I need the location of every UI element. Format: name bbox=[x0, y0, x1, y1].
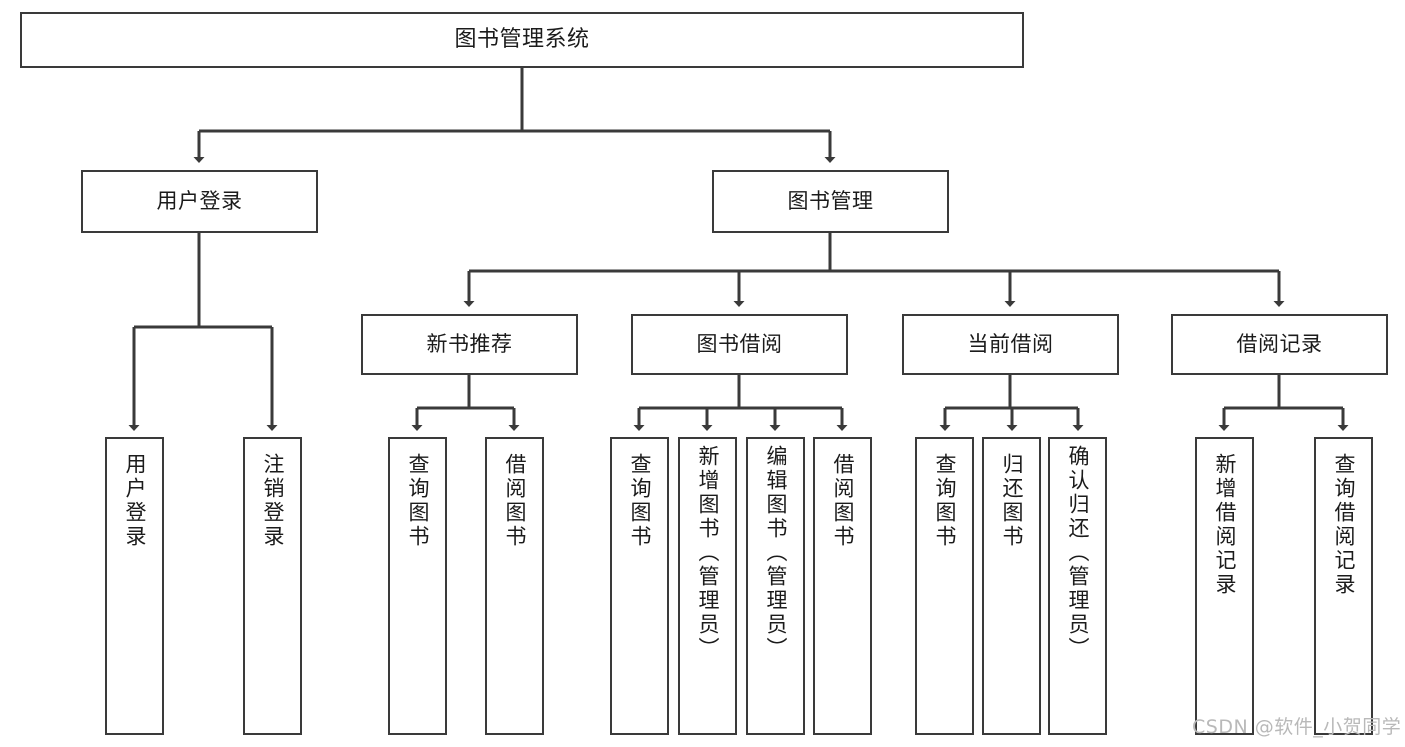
node-label: 新增借阅记录 bbox=[1213, 453, 1237, 597]
node-label: 编辑图书（管理员） bbox=[764, 445, 788, 661]
leaf-edit-book-admin[interactable]: 编辑图书（管理员） bbox=[746, 437, 805, 735]
node-label: 查询借阅记录 bbox=[1332, 453, 1356, 597]
node-label: 图书借阅 bbox=[696, 332, 783, 357]
node-label: 查询图书 bbox=[628, 453, 652, 549]
node-label: 用户登录 bbox=[156, 189, 243, 214]
node-book-management-system[interactable]: 图书管理系统 bbox=[20, 12, 1024, 68]
leaf-query-borrow-record[interactable]: 查询借阅记录 bbox=[1314, 437, 1373, 735]
node-new-book-recommend[interactable]: 新书推荐 bbox=[361, 314, 578, 375]
leaf-query-book-borrow[interactable]: 查询图书 bbox=[610, 437, 669, 735]
leaf-return-book[interactable]: 归还图书 bbox=[982, 437, 1041, 735]
node-label: 借阅图书 bbox=[831, 453, 855, 549]
node-label: 归还图书 bbox=[1000, 453, 1024, 549]
node-label: 注销登录 bbox=[261, 453, 285, 549]
node-borrow-record[interactable]: 借阅记录 bbox=[1171, 314, 1388, 375]
leaf-user-login[interactable]: 用户登录 bbox=[105, 437, 164, 735]
node-label: 借阅图书 bbox=[503, 453, 527, 549]
leaf-query-book-recommend[interactable]: 查询图书 bbox=[388, 437, 447, 735]
leaf-confirm-return-admin[interactable]: 确认归还（管理员） bbox=[1048, 437, 1107, 735]
leaf-add-book-admin[interactable]: 新增图书（管理员） bbox=[678, 437, 737, 735]
node-label: 当前借阅 bbox=[967, 332, 1054, 357]
node-book-manage[interactable]: 图书管理 bbox=[712, 170, 949, 233]
node-book-borrow[interactable]: 图书借阅 bbox=[631, 314, 848, 375]
node-label: 用户登录 bbox=[123, 453, 147, 549]
node-label: 查询图书 bbox=[406, 453, 430, 549]
node-label: 查询图书 bbox=[933, 453, 957, 549]
node-label: 图书管理 bbox=[787, 189, 874, 214]
node-label: 图书管理系统 bbox=[454, 27, 590, 53]
csdn-watermark: CSDN @软件_小贺同学 bbox=[1192, 716, 1402, 738]
node-user-login[interactable]: 用户登录 bbox=[81, 170, 318, 233]
leaf-user-logout[interactable]: 注销登录 bbox=[243, 437, 302, 735]
leaf-query-book-current[interactable]: 查询图书 bbox=[915, 437, 974, 735]
node-label: 新书推荐 bbox=[426, 332, 513, 357]
node-current-borrow[interactable]: 当前借阅 bbox=[902, 314, 1119, 375]
node-label: 确认归还（管理员） bbox=[1066, 445, 1090, 661]
node-label: 借阅记录 bbox=[1236, 332, 1323, 357]
leaf-add-borrow-record[interactable]: 新增借阅记录 bbox=[1195, 437, 1254, 735]
node-label: 新增图书（管理员） bbox=[696, 445, 720, 661]
leaf-borrow-book-recommend[interactable]: 借阅图书 bbox=[485, 437, 544, 735]
leaf-borrow-book[interactable]: 借阅图书 bbox=[813, 437, 872, 735]
